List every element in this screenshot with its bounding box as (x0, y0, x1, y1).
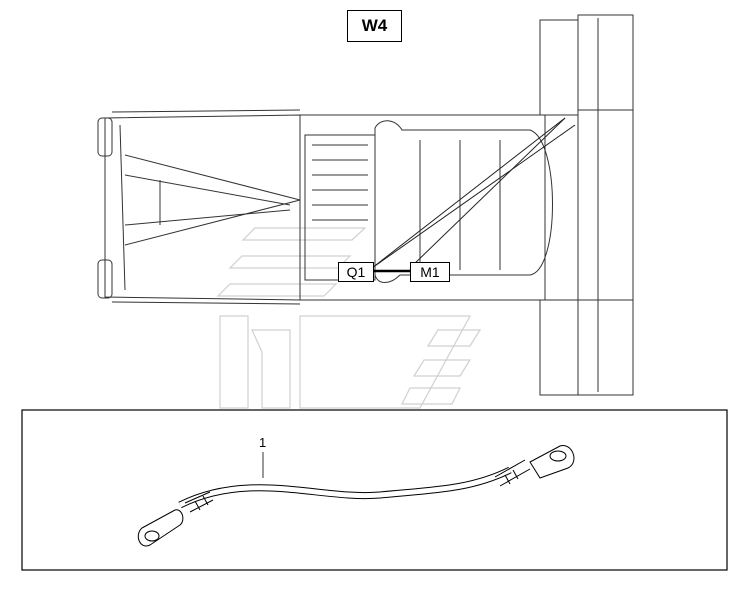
cable-routing (371, 117, 576, 269)
label-q1: Q1 (338, 262, 374, 282)
label-m1: M1 (410, 262, 450, 282)
watermark-logo (216, 227, 482, 409)
side-rails (539, 14, 634, 396)
detail-frame (21, 409, 728, 571)
diagram-title: W4 (347, 10, 402, 42)
part-callout: 1 (259, 435, 267, 450)
battery-cable (137, 445, 575, 547)
chassis-outline (97, 109, 553, 305)
